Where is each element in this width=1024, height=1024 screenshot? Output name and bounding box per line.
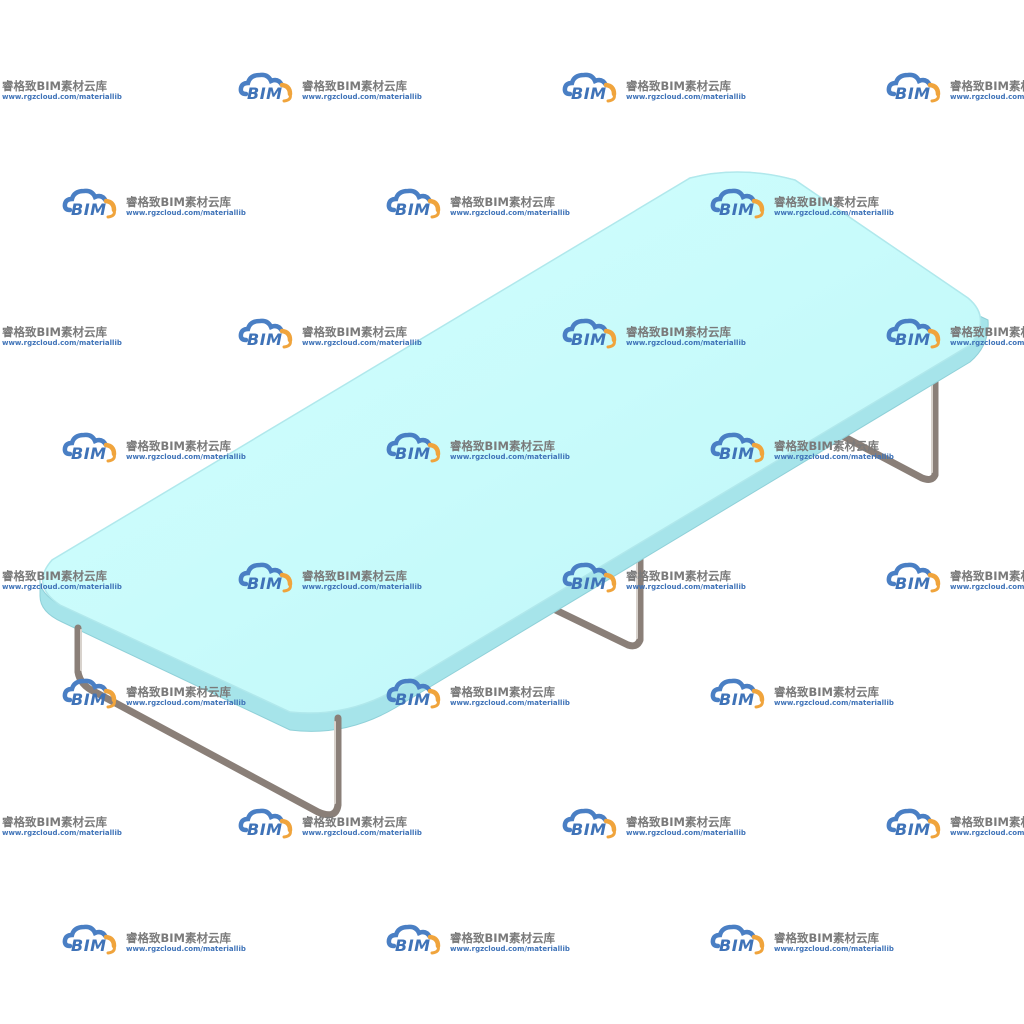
bed-frame-front — [74, 624, 342, 819]
bed-frame-back — [531, 356, 939, 650]
